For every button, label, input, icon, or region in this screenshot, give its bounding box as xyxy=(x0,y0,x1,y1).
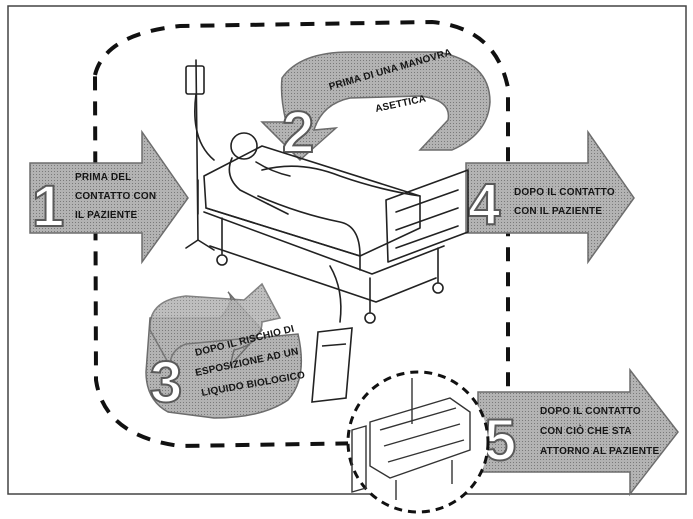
step-1-caption-line-3: IL PAZIENTE xyxy=(75,210,138,221)
right-arrow-shape-5 xyxy=(477,367,679,497)
step-4-number: 4 xyxy=(468,172,500,237)
right-arrow-shape-1 xyxy=(29,129,189,265)
step-1-caption-line-2: CONTATTO CON xyxy=(75,191,156,202)
step-3-arrow: 3 DOPO IL RISCHIO DI ESPOSIZIONE AD UN L… xyxy=(145,282,306,419)
right-arrow-shape-4 xyxy=(465,129,635,265)
step-2-arrow: 2 PRIMA DI UNA MANOVRA ASETTICA xyxy=(260,47,491,166)
step-1-number: 1 xyxy=(32,174,64,239)
step-3-number: 3 xyxy=(150,350,182,415)
step-4-caption-line-2: CON IL PAZIENTE xyxy=(514,206,602,217)
drainage-bag-illustration xyxy=(311,327,353,403)
step-1-caption-line-1: PRIMA DEL xyxy=(75,172,131,183)
curved-arrow-shape-2 xyxy=(260,51,491,162)
step-5-caption-line-1: DOPO IL CONTATTO xyxy=(540,406,641,417)
step-5-caption-line-2: CON CIÒ CHE STA xyxy=(540,424,632,437)
surroundings-magnifier xyxy=(346,370,490,514)
step-5-caption-line-3: ATTORNO AL PAZIENTE xyxy=(540,446,659,457)
step-4-arrow: 4 DOPO IL CONTATTO CON IL PAZIENTE xyxy=(465,129,635,265)
step-5-arrow: 5 DOPO IL CONTATTO CON CIÒ CHE STA ATTOR… xyxy=(477,367,679,497)
patient-in-bed-illustration xyxy=(185,59,469,324)
step-1-arrow: 1 PRIMA DEL CONTATTO CON IL PAZIENTE xyxy=(29,129,189,265)
step-2-number: 2 xyxy=(282,100,314,165)
step-4-caption-line-1: DOPO IL CONTATTO xyxy=(514,187,615,198)
